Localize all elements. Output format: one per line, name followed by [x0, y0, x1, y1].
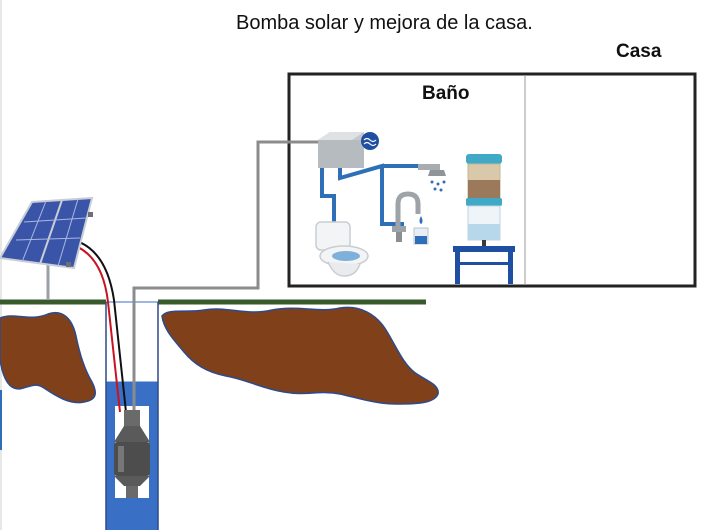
- faucet-icon: [392, 191, 429, 245]
- solar-panel-icon: [0, 196, 94, 300]
- water-line-faucet: [338, 163, 404, 226]
- house-outline: [287, 72, 697, 288]
- left-edge-accent: [0, 390, 2, 450]
- submersible-pump-icon: [114, 410, 150, 498]
- house-label: Casa: [616, 41, 662, 62]
- water-line-toilet: [320, 168, 336, 224]
- water-pipe: [132, 140, 322, 410]
- toilet-icon: [315, 221, 369, 277]
- soil-left: [0, 312, 97, 404]
- shower-head-icon: [418, 164, 446, 192]
- water-tank-icon: [318, 132, 379, 168]
- soil-right: [161, 306, 439, 405]
- well-shaft: [105, 301, 159, 383]
- diagram-title: Bomba solar y mejora de la casa.: [236, 12, 533, 34]
- water-filter-icon: [453, 154, 515, 284]
- bathroom-label: Baño: [422, 83, 470, 104]
